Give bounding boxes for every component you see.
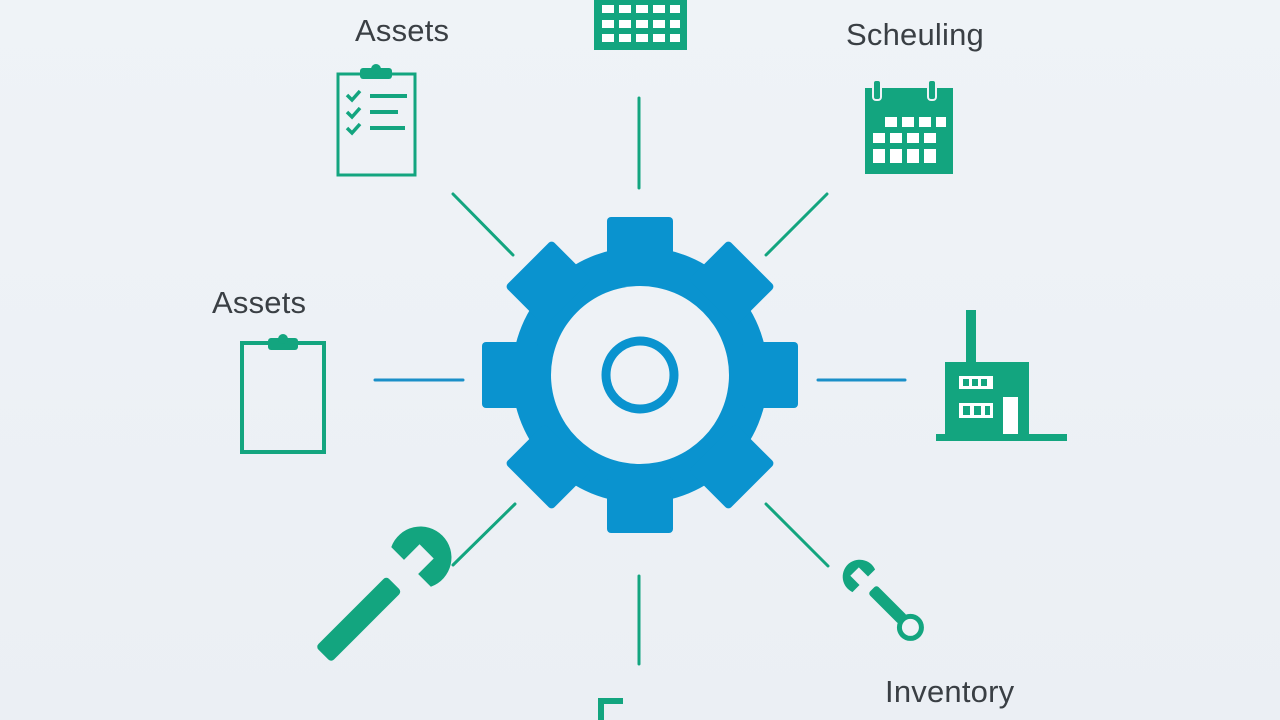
calendar-icon bbox=[865, 79, 953, 174]
node-label-top-right: Scheuling bbox=[846, 17, 984, 52]
wrench-icon bbox=[842, 559, 924, 641]
checklist-clipboard-icon bbox=[336, 64, 417, 177]
connector-bottom-right bbox=[764, 502, 830, 568]
node-label-left: Assets bbox=[212, 285, 307, 320]
connector-top-right bbox=[764, 192, 829, 257]
connector-bottom-left bbox=[451, 502, 517, 567]
bracket-icon bbox=[598, 698, 623, 720]
clipboard-icon bbox=[240, 334, 326, 454]
connector-top-left bbox=[451, 192, 515, 257]
factory-icon bbox=[936, 310, 1067, 441]
calendar-grid-icon bbox=[594, 0, 687, 50]
gear-icon bbox=[482, 217, 798, 533]
node-label-top-left: Assets bbox=[355, 13, 450, 48]
node-label-bottom-right: Inventory bbox=[885, 674, 1015, 709]
wrench-icon bbox=[317, 526, 452, 661]
connectors bbox=[373, 96, 907, 666]
